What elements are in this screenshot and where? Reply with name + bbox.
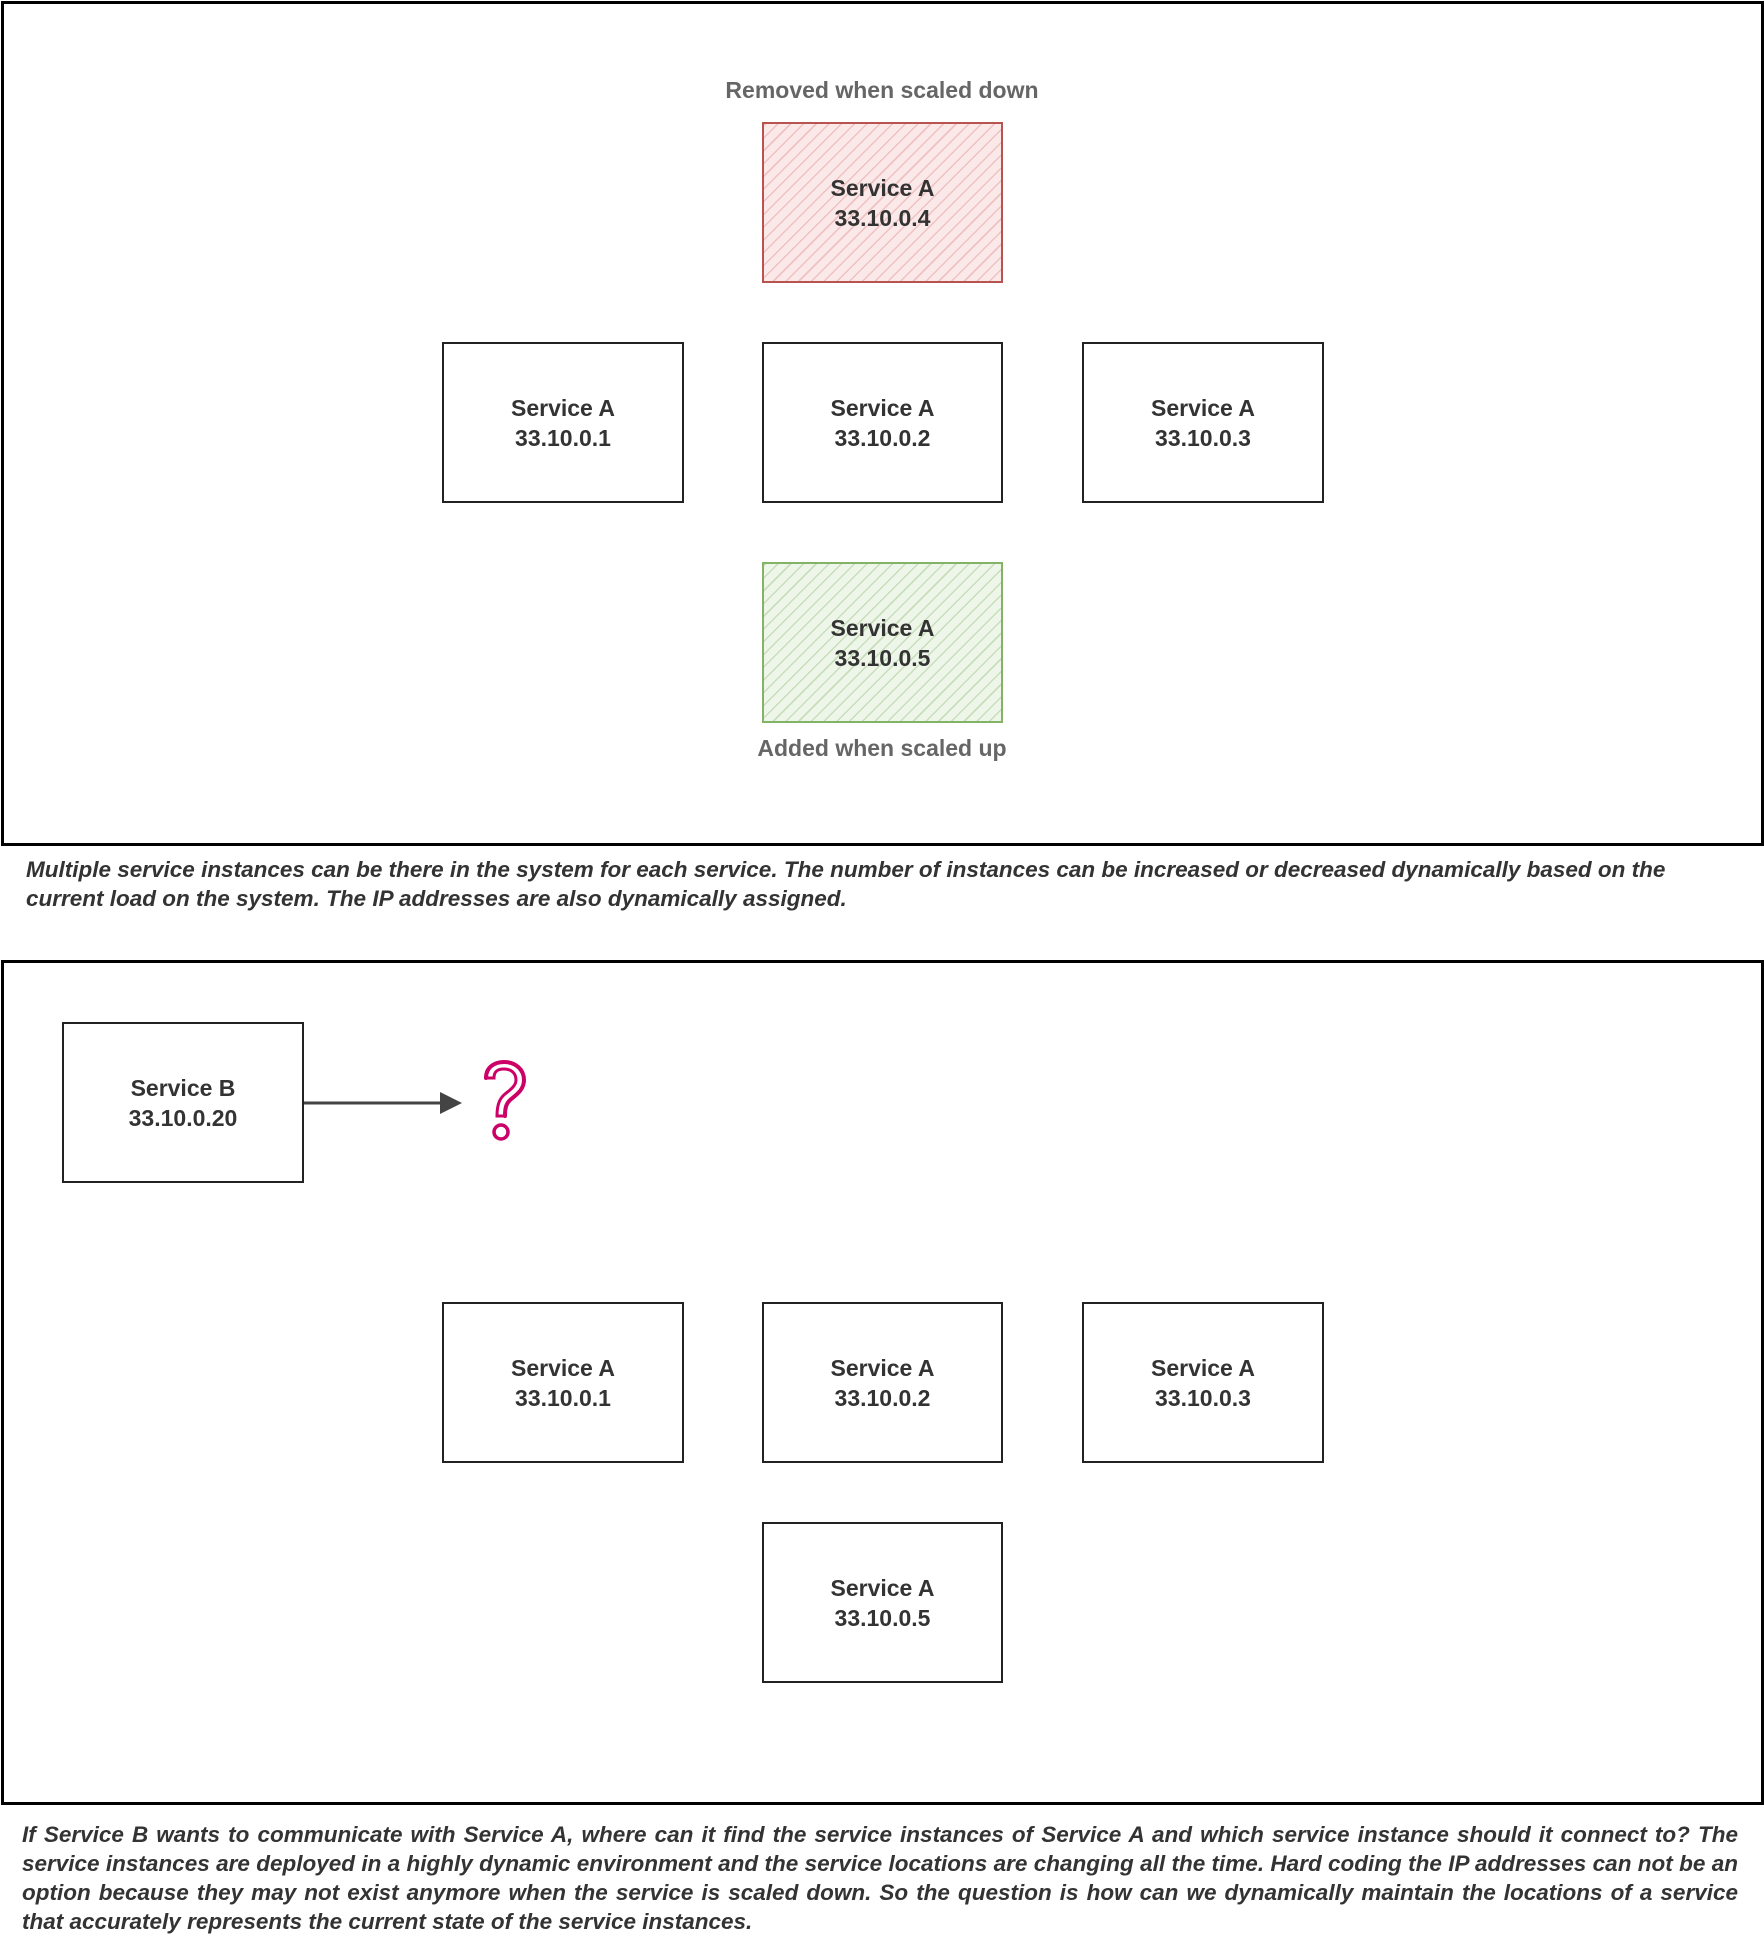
node-ip: 33.10.0.3 — [1155, 424, 1251, 451]
added-label: Added when scaled up — [757, 735, 1007, 761]
node-name: Service A — [830, 174, 935, 201]
node-ip: 33.10.0.5 — [834, 1604, 931, 1631]
node-ip: 33.10.0.20 — [128, 1104, 238, 1131]
node-name: Service A — [830, 1354, 935, 1381]
node-ip: 33.10.0.1 — [515, 1384, 611, 1411]
service-a-node-1[interactable]: Service A 33.10.0.1 — [442, 1302, 684, 1463]
node-ip: 33.10.0.2 — [834, 1384, 931, 1411]
node-name: Service A — [1151, 394, 1255, 421]
node-name: Service A — [511, 1354, 615, 1381]
service-b-node[interactable]: Service B 33.10.0.20 — [62, 1022, 304, 1183]
arrow-head — [440, 1092, 462, 1114]
question-mark-icon — [484, 1060, 527, 1141]
service-a-node-2[interactable]: Service A 33.10.0.2 — [762, 342, 1003, 503]
top-caption: Multiple service instances can be there … — [26, 857, 1666, 911]
node-name: Service A — [830, 394, 935, 421]
node-name: Service A — [830, 1574, 935, 1601]
node-name: Service A — [511, 394, 615, 421]
service-a-node-3[interactable]: Service A 33.10.0.3 — [1082, 1302, 1324, 1463]
service-a-node-2[interactable]: Service A 33.10.0.2 — [762, 1302, 1003, 1463]
service-a-node-added[interactable]: Service A 33.10.0.5 — [762, 562, 1003, 723]
node-name: Service A — [830, 614, 935, 641]
service-a-node-5[interactable]: Service A 33.10.0.5 — [762, 1522, 1003, 1683]
node-ip: 33.10.0.5 — [834, 644, 931, 671]
removed-label: Removed when scaled down — [725, 77, 1039, 103]
bottom-caption: If Service B wants to communicate with S… — [22, 1822, 1738, 1934]
node-ip: 33.10.0.3 — [1155, 1384, 1251, 1411]
node-ip: 33.10.0.4 — [834, 204, 931, 231]
node-ip: 33.10.0.1 — [515, 424, 611, 451]
node-name: Service A — [1151, 1354, 1255, 1381]
service-a-node-1[interactable]: Service A 33.10.0.1 — [442, 342, 684, 503]
service-a-node-3[interactable]: Service A 33.10.0.3 — [1082, 342, 1324, 503]
node-ip: 33.10.0.2 — [834, 424, 931, 451]
service-a-node-removed[interactable]: Service A 33.10.0.4 — [762, 122, 1003, 283]
node-name: Service B — [130, 1074, 236, 1101]
request-arrow — [304, 1092, 462, 1114]
